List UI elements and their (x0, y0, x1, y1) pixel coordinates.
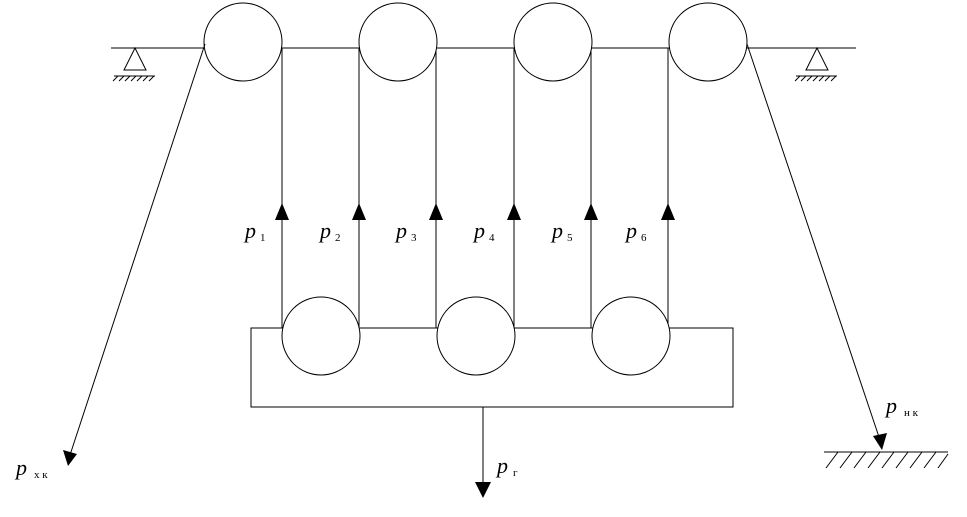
rope-branches (281, 48, 669, 328)
hook-load-arrow (475, 482, 491, 498)
crown-pulley-3 (513, 2, 593, 82)
tension-arrows (275, 203, 675, 220)
outgoing-line-label-p: p (14, 455, 27, 480)
crown-pulley-2 (358, 2, 438, 82)
tension-label-1-sub: 1 (260, 232, 266, 244)
traveling-pulleys (281, 296, 671, 376)
tension-label-2-sub: 2 (335, 232, 341, 244)
ground-anchor (824, 451, 949, 469)
tension-label-6-p: p (624, 218, 637, 243)
dead-line: p н к (746, 43, 919, 450)
right-fixed-support (747, 46, 856, 82)
tension-arrow-6 (661, 203, 675, 220)
outgoing-line: p х к (14, 43, 206, 481)
tension-labels: p 1 p 2 p 3 p 4 p 5 p 6 (243, 218, 647, 244)
tension-arrow-2 (352, 203, 366, 220)
hook-load-label-sub: г (513, 467, 518, 479)
traveling-pulley-1 (281, 296, 361, 376)
traveling-pulley-2 (436, 296, 516, 376)
tension-label-4-p: p (472, 218, 485, 243)
tension-label-3-sub: 3 (411, 232, 417, 244)
hook-load-label-p: p (495, 453, 508, 478)
outgoing-line-label-sub: х к (34, 469, 48, 481)
outgoing-line-arrow (63, 450, 77, 466)
crown-pulley-4 (668, 2, 748, 82)
crown-pulleys (203, 2, 748, 82)
tension-arrow-5 (584, 203, 598, 220)
tension-label-3-p: p (394, 218, 407, 243)
tension-label-5-p: p (550, 218, 563, 243)
tension-arrow-4 (507, 203, 521, 220)
dead-line-arrow (873, 433, 887, 450)
hook-load: p г (475, 407, 518, 498)
left-fixed-support (111, 46, 205, 82)
tension-label-4-sub: 4 (489, 232, 495, 244)
dead-line-label-sub: н к (904, 407, 919, 419)
dead-line-label-p: p (884, 393, 897, 418)
tension-label-1-p: p (243, 218, 256, 243)
tension-label-5-sub: 5 (567, 232, 573, 244)
tension-label-2-p: p (318, 218, 331, 243)
traveling-pulley-3 (591, 296, 671, 376)
tension-arrow-1 (275, 203, 289, 220)
tension-arrow-3 (429, 203, 443, 220)
crown-pulley-1 (203, 2, 283, 82)
tension-label-6-sub: 6 (641, 232, 647, 244)
